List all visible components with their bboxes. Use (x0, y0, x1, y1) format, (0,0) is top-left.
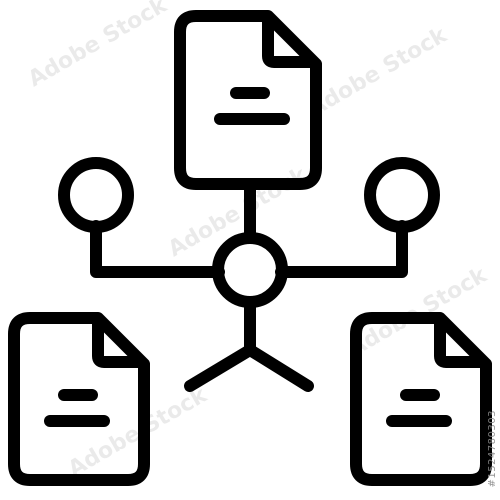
hub-circle (212, 232, 288, 308)
document-icon (8, 312, 150, 486)
watermark-id: #1524780303 (487, 410, 498, 488)
node-circle (364, 157, 440, 233)
connector-line (184, 344, 256, 392)
connector-line (275, 220, 408, 278)
connector-line (244, 344, 314, 392)
node-circle (58, 157, 134, 233)
connector-line (90, 220, 225, 278)
document-icon (350, 312, 492, 486)
document-icon (174, 10, 322, 190)
